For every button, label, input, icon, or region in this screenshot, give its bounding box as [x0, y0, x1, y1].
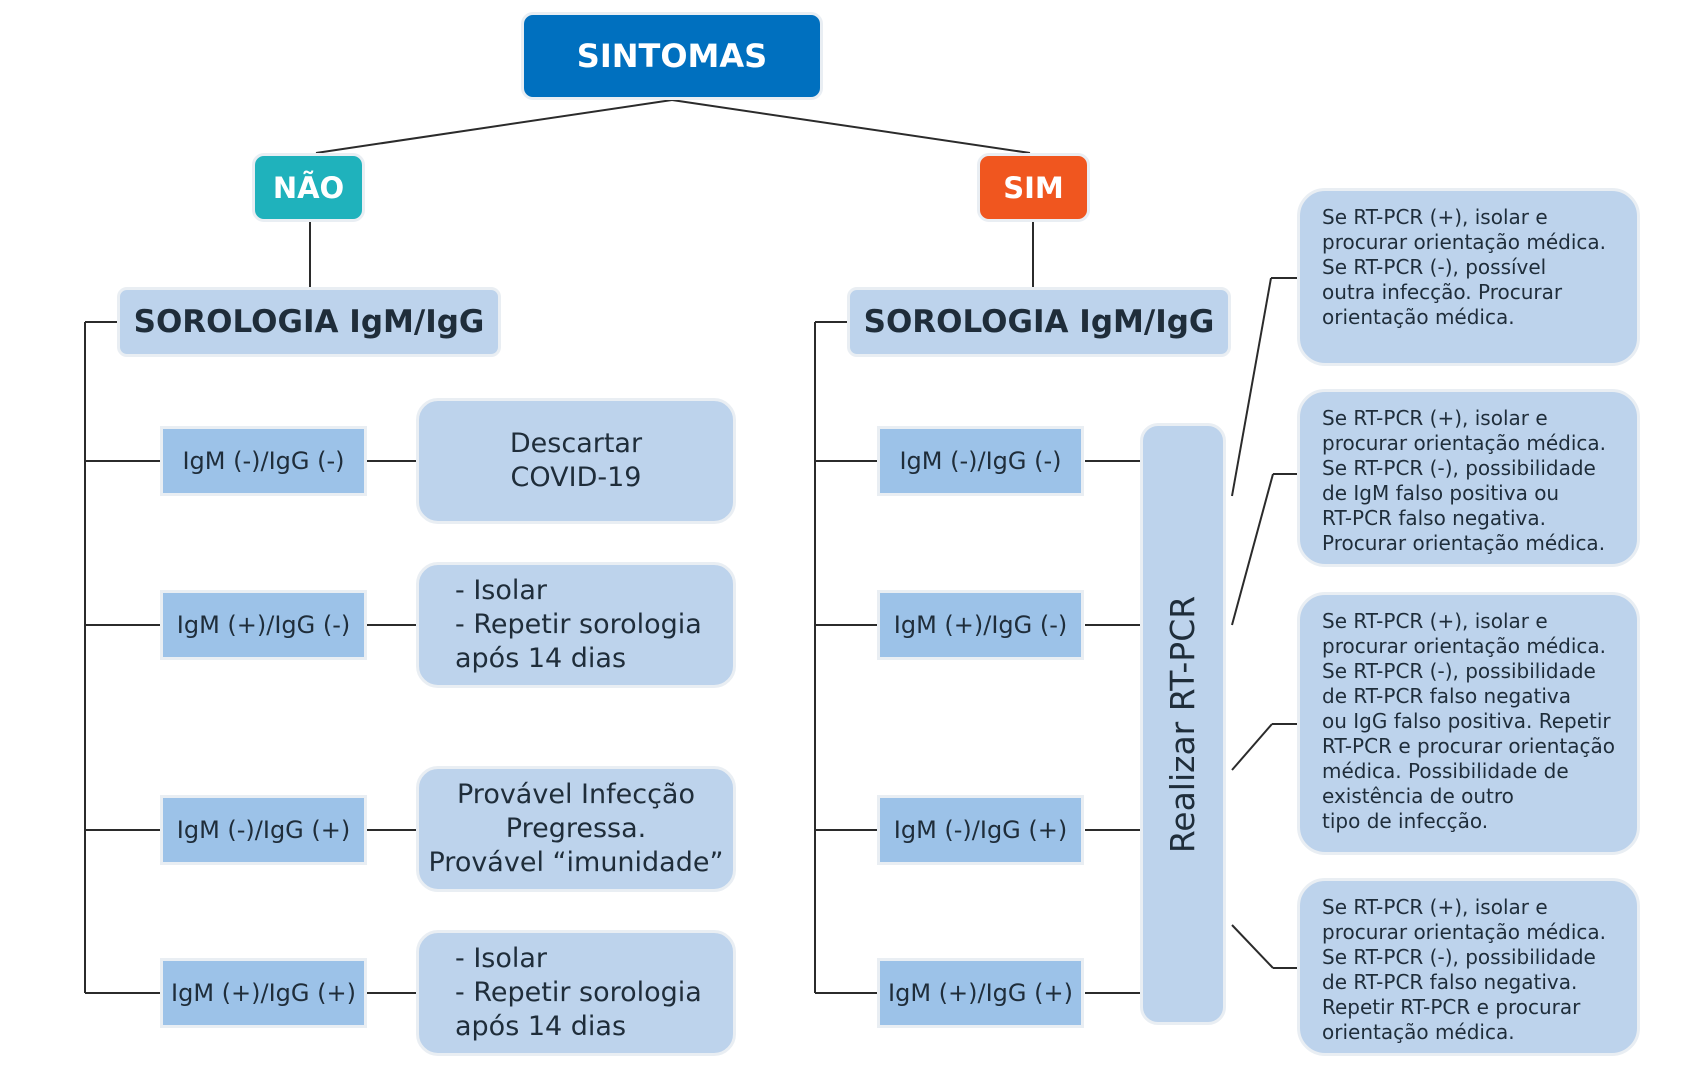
sim-test-box-4: IgM (+)/IgG (+)	[877, 958, 1084, 1028]
sim-note-box-1: Se RT-PCR (+), isolar e procurar orienta…	[1297, 188, 1640, 366]
sim-label: SIM	[1003, 170, 1064, 205]
nao-result-box-2: - Isolar - Repetir sorologia após 14 dia…	[416, 562, 736, 688]
nao-result-text: Provável Infecção Pregressa. Provável “i…	[428, 779, 724, 878]
sim-test-label: IgM (-)/IgG (-)	[899, 447, 1062, 475]
sim-note-text: Se RT-PCR (+), isolar e procurar orienta…	[1322, 895, 1607, 1044]
sim-test-box-1: IgM (-)/IgG (-)	[877, 426, 1084, 496]
nao-result-box-1: Descartar COVID-19	[416, 398, 736, 524]
nao-test-label: IgM (+)/IgG (-)	[176, 611, 351, 639]
sim-branch-box: SIM	[977, 153, 1090, 222]
sim-test-box-2: IgM (+)/IgG (-)	[877, 590, 1084, 660]
nao-test-box-2: IgM (+)/IgG (-)	[160, 590, 367, 660]
nao-test-box-1: IgM (-)/IgG (-)	[160, 426, 367, 496]
nao-test-label: IgM (-)/IgG (+)	[176, 816, 351, 844]
sim-test-label: IgM (+)/IgG (-)	[893, 611, 1068, 639]
sim-note-box-4: Se RT-PCR (+), isolar e procurar orienta…	[1297, 878, 1640, 1056]
nao-test-label: IgM (-)/IgG (-)	[182, 447, 345, 475]
nao-result-text: Descartar COVID-19	[509, 428, 643, 493]
sim-test-label: IgM (+)/IgG (+)	[888, 979, 1073, 1007]
sim-serology-box: SOROLOGIA IgM/IgG	[847, 287, 1231, 357]
sim-note-text: Se RT-PCR (+), isolar e procurar orienta…	[1322, 205, 1607, 329]
realizar-rtpcr-label: Realizar RT-PCR	[1163, 595, 1203, 853]
nao-test-box-4: IgM (+)/IgG (+)	[160, 958, 367, 1028]
sim-test-box-3: IgM (-)/IgG (+)	[877, 795, 1084, 865]
nao-label: NÃO	[272, 170, 345, 205]
sim-note-text: Se RT-PCR (+), isolar e procurar orienta…	[1322, 609, 1616, 833]
realizar-rtpcr-box: Realizar RT-PCR	[1140, 423, 1226, 1025]
nao-result-text: - Isolar - Repetir sorologia após 14 dia…	[455, 943, 702, 1042]
sim-serology-label: SOROLOGIA IgM/IgG	[863, 304, 1215, 340]
sim-note-text: Se RT-PCR (+), isolar e procurar orienta…	[1322, 406, 1607, 555]
sim-note-box-2: Se RT-PCR (+), isolar e procurar orienta…	[1297, 389, 1640, 567]
nao-test-label: IgM (+)/IgG (+)	[171, 979, 356, 1007]
sim-test-label: IgM (-)/IgG (+)	[893, 816, 1068, 844]
nao-serology-box: SOROLOGIA IgM/IgG	[117, 287, 501, 357]
nao-result-text: - Isolar - Repetir sorologia após 14 dia…	[455, 575, 702, 674]
nao-branch-box: NÃO	[252, 153, 365, 222]
sim-note-box-3: Se RT-PCR (+), isolar e procurar orienta…	[1297, 592, 1640, 855]
nao-result-box-3: Provável Infecção Pregressa. Provável “i…	[416, 766, 736, 892]
nao-serology-label: SOROLOGIA IgM/IgG	[133, 304, 485, 340]
nao-result-box-4: - Isolar - Repetir sorologia após 14 dia…	[416, 930, 736, 1056]
title-text: SINTOMAS	[576, 37, 768, 75]
title-box: SINTOMAS	[521, 12, 823, 100]
nao-test-box-3: IgM (-)/IgG (+)	[160, 795, 367, 865]
